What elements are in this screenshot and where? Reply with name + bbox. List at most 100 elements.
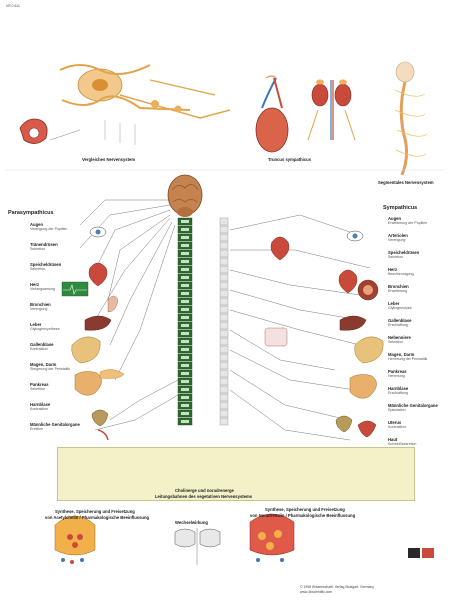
publisher-logo — [408, 548, 434, 558]
copyright-line2: www.3bscientific.com — [300, 590, 333, 594]
organ-effect: Kontraktion — [30, 407, 49, 411]
organ-effect: Glykogenolyse — [388, 306, 412, 310]
ganglion-segment — [219, 313, 229, 322]
organ-name: Augen — [30, 222, 44, 227]
panel2-caption: Truncus sympathicus — [268, 157, 312, 162]
ganglion-segment — [219, 249, 229, 258]
ganglion-segment — [219, 289, 229, 298]
organ-name: Harnblase — [388, 386, 409, 391]
organ-effect: Verengung — [388, 238, 406, 242]
liver-icon — [339, 315, 367, 331]
ganglion-segment — [219, 377, 229, 386]
noradrenalin-caption-line1: Synthese, Speicherung und Freisetzung — [265, 507, 345, 512]
ganglion-segment — [219, 337, 229, 346]
ganglion-segment — [219, 273, 229, 282]
interaction-caption: Wechselwirkung — [175, 520, 208, 525]
organ-name: Herz — [388, 267, 398, 272]
organ-effect: Erschlaffung — [388, 391, 408, 395]
organ-name: Leber — [30, 322, 42, 327]
ganglion-segment — [219, 217, 229, 226]
vertebra-core — [181, 276, 189, 279]
ganglion-segment — [219, 393, 229, 402]
vertebra-core — [181, 220, 189, 223]
organ-effect: Sekretion — [388, 255, 404, 259]
organ-name: Männliche Genitalorgane — [388, 403, 438, 408]
vertebra-core — [181, 308, 189, 311]
heart-icon — [270, 236, 290, 261]
organ-effect: Erektion — [30, 427, 44, 431]
right-organs — [264, 230, 384, 438]
noradrenalin-caption-line2: von Noradrenalin / Pharmakologische Beei… — [250, 513, 356, 518]
ganglion-segment — [219, 281, 229, 290]
parasympathetic-title: Parasympathicus — [8, 210, 54, 216]
organ-effect: Beschleunigung — [388, 272, 414, 276]
ecg-monitor — [61, 281, 89, 297]
organ-name: Speicheldrüsen — [388, 250, 420, 255]
vertebra-core — [181, 324, 189, 327]
ganglion-segment — [219, 321, 229, 330]
sympathetic-trunk-illustration — [255, 75, 356, 153]
vertebra-core — [181, 260, 189, 263]
ganglion-segment — [219, 417, 229, 426]
vertebra-core — [181, 388, 189, 391]
organ-effect: Verengung — [30, 307, 48, 311]
stomach-icon — [71, 336, 101, 364]
spinal-column-left — [177, 217, 193, 426]
ganglion-segment — [219, 409, 229, 418]
organ-name: Uterus — [388, 420, 402, 425]
organ-name: Männliche Genitalorgane — [30, 422, 80, 427]
organ-name: Herz — [30, 282, 40, 287]
ganglion-segment — [219, 401, 229, 410]
stomach-icon — [354, 336, 384, 364]
pathway-band — [57, 447, 415, 501]
vertebra-core — [181, 332, 189, 335]
vertebra-core — [181, 364, 189, 367]
organ-name: Gallenblase — [30, 342, 54, 347]
ganglion-segment — [219, 305, 229, 314]
vertebra-core — [181, 348, 189, 351]
organ-effect: Schweißsekretion — [388, 442, 417, 446]
organ-effect: Sekretion — [388, 340, 404, 344]
intestine-icon — [74, 371, 102, 396]
ganglion-segment — [219, 265, 229, 274]
vertebra-core — [181, 340, 189, 343]
vertebra-core — [181, 420, 189, 423]
segmental-nervous-system-illustration — [394, 61, 428, 176]
organ-effect: Steigerung der Peristaltik — [30, 367, 71, 371]
ganglion-segment — [219, 257, 229, 266]
organ-name: Nebenniere — [388, 335, 411, 340]
organ-name: Leber — [388, 301, 400, 306]
vertebra-core — [181, 412, 189, 415]
vertebra-core — [181, 228, 189, 231]
comparative-nervous-system-illustration — [19, 64, 231, 145]
panel1-caption: Vergleiches Nervensystem — [82, 157, 136, 162]
organ-effect: Sekretion — [30, 267, 46, 271]
sympathetic-pathways — [229, 214, 371, 441]
vertebra-core — [181, 300, 189, 303]
organ-name: Pankreas — [30, 382, 49, 387]
pancreas-icon — [99, 369, 125, 379]
genital-icon — [97, 429, 109, 441]
vertebra-core — [181, 404, 189, 407]
parasympathetic-pathways — [79, 199, 179, 431]
organ-effect: Kontraktion — [388, 425, 407, 429]
heart-icon — [88, 262, 108, 287]
vertebra-core — [181, 284, 189, 287]
organ-name: Bronchien — [388, 284, 409, 289]
organ-effect: Hemmung — [388, 374, 405, 378]
ganglion-segment — [219, 297, 229, 306]
noradrenalin-synapse-illustration — [249, 513, 295, 562]
vertebra-core — [181, 316, 189, 319]
organ-name: Augen — [388, 216, 402, 221]
uterus-icon — [357, 420, 377, 438]
organ-effect: Erweiterung der Pupillen — [388, 221, 428, 225]
organ-name: Pankreas — [388, 369, 407, 374]
organ-name: Haut — [388, 437, 398, 442]
organ-name: Bronchien — [30, 302, 51, 307]
organ-effect: Erschlaffung — [388, 323, 408, 327]
organ-effect: Kontraktion — [30, 347, 49, 351]
band-caption-line2: Leitungsbahnen des vegetativen Nervensys… — [155, 494, 253, 499]
panel3-caption: Segmentales Nervensystem — [378, 180, 434, 185]
